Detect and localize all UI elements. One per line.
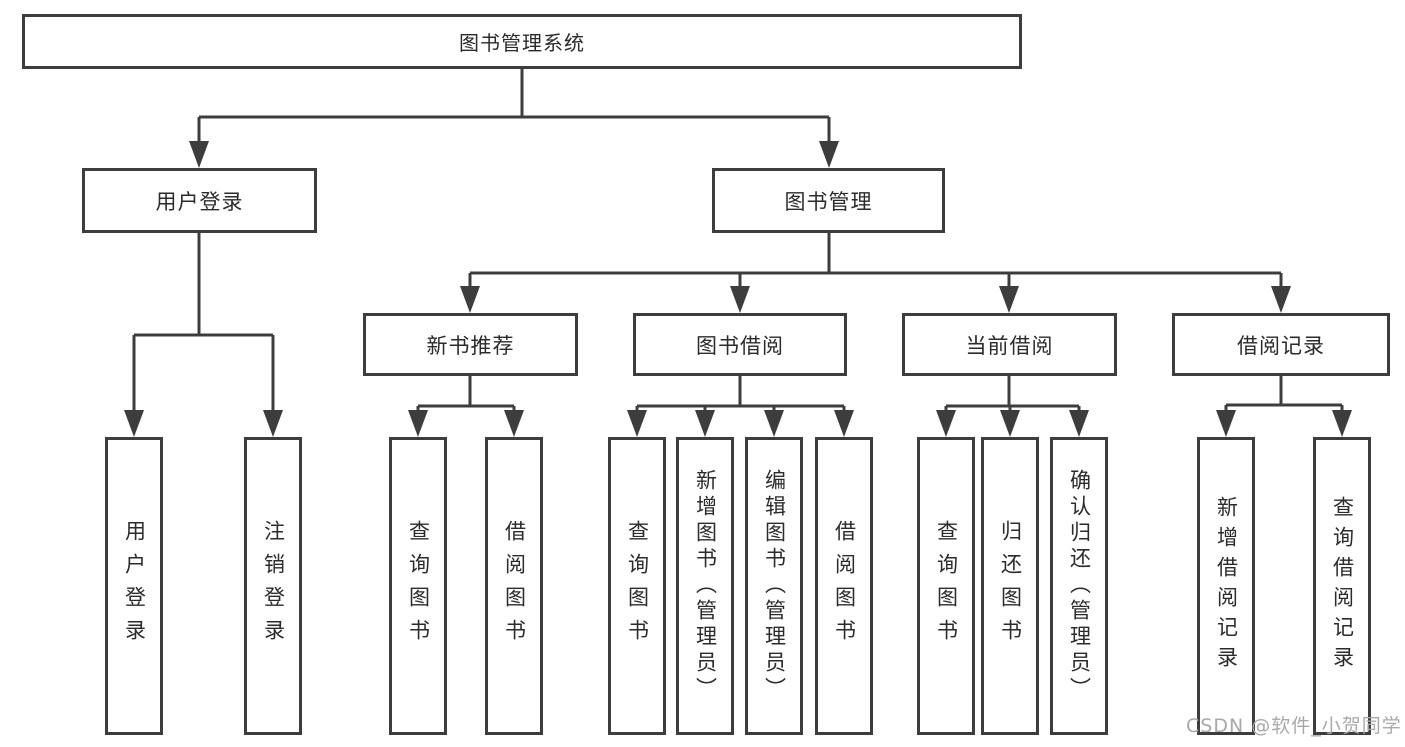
node-current-borrowing: 当前借阅 (902, 313, 1117, 376)
leaf-query-books-1-label: 查询图书 (406, 520, 431, 652)
node-new-book-recommendation: 新书推荐 (363, 313, 578, 376)
node-root-library-management-system: 图书管理系统 (22, 14, 1022, 69)
leaf-add-borrow-record: 新增借阅记录 (1197, 437, 1255, 735)
leaf-edit-books-admin-label: 编辑图书（管理员） (762, 469, 787, 703)
leaf-query-books-3-label: 查询图书 (934, 520, 959, 652)
leaf-borrow-books-1-label: 借阅图书 (502, 520, 527, 652)
connector-records-to-leaves (1224, 376, 1344, 412)
leaf-edit-books-admin: 编辑图书（管理员） (745, 437, 803, 735)
connector-current-to-leaves (944, 376, 1081, 412)
leaf-logout-label: 注销登录 (261, 520, 286, 652)
node-book-management-label: 图书管理 (784, 189, 873, 214)
node-book-management: 图书管理 (712, 168, 945, 233)
leaf-return-books-label: 归还图书 (998, 520, 1023, 652)
leaf-borrow-books-2-label: 借阅图书 (832, 520, 857, 652)
leaf-logout: 注销登录 (244, 437, 302, 735)
node-book-borrowing-label: 图书借阅 (696, 333, 784, 358)
leaf-return-books: 归还图书 (981, 437, 1039, 735)
leaf-add-books-admin-label: 新增图书（管理员） (693, 469, 718, 703)
leaf-borrow-books-2: 借阅图书 (815, 437, 873, 735)
node-new-book-recommendation-label: 新书推荐 (426, 333, 515, 358)
leaf-add-books-admin: 新增图书（管理员） (676, 437, 734, 735)
leaf-query-borrow-record: 查询借阅记录 (1313, 437, 1371, 735)
connector-newbooks-to-leaves (416, 376, 516, 412)
connector-userlogin-to-leaves (132, 233, 275, 412)
leaf-query-borrow-record-label: 查询借阅记录 (1330, 496, 1355, 676)
csdn-watermark: CSDN @软件_小贺同学 (1186, 715, 1402, 737)
arrowheads (124, 141, 1352, 437)
connector-root-to-level2 (197, 69, 831, 144)
leaf-borrow-books-1: 借阅图书 (485, 437, 543, 735)
leaf-confirm-return-admin: 确认归还（管理员） (1050, 437, 1108, 735)
connector-borrowing-to-leaves (635, 376, 846, 412)
connector-bookmgmt-to-level3 (468, 233, 1283, 288)
leaf-query-books-1: 查询图书 (389, 437, 447, 735)
node-borrowing-records-label: 借阅记录 (1237, 333, 1325, 358)
node-user-login: 用户登录 (82, 168, 317, 233)
node-current-borrowing-label: 当前借阅 (965, 333, 1054, 358)
leaf-query-books-2: 查询图书 (608, 437, 666, 735)
leaf-confirm-return-admin-label: 确认归还（管理员） (1067, 469, 1092, 703)
leaf-query-books-3: 查询图书 (917, 437, 975, 735)
node-root-label: 图书管理系统 (459, 31, 585, 55)
leaf-user-login-label: 用户登录 (122, 520, 147, 652)
leaf-query-books-2-label: 查询图书 (625, 520, 650, 652)
node-book-borrowing: 图书借阅 (633, 313, 847, 376)
leaf-user-login: 用户登录 (105, 437, 163, 735)
node-user-login-label: 用户登录 (155, 189, 244, 214)
node-borrowing-records: 借阅记录 (1172, 313, 1390, 376)
leaf-add-borrow-record-label: 新增借阅记录 (1214, 496, 1239, 676)
